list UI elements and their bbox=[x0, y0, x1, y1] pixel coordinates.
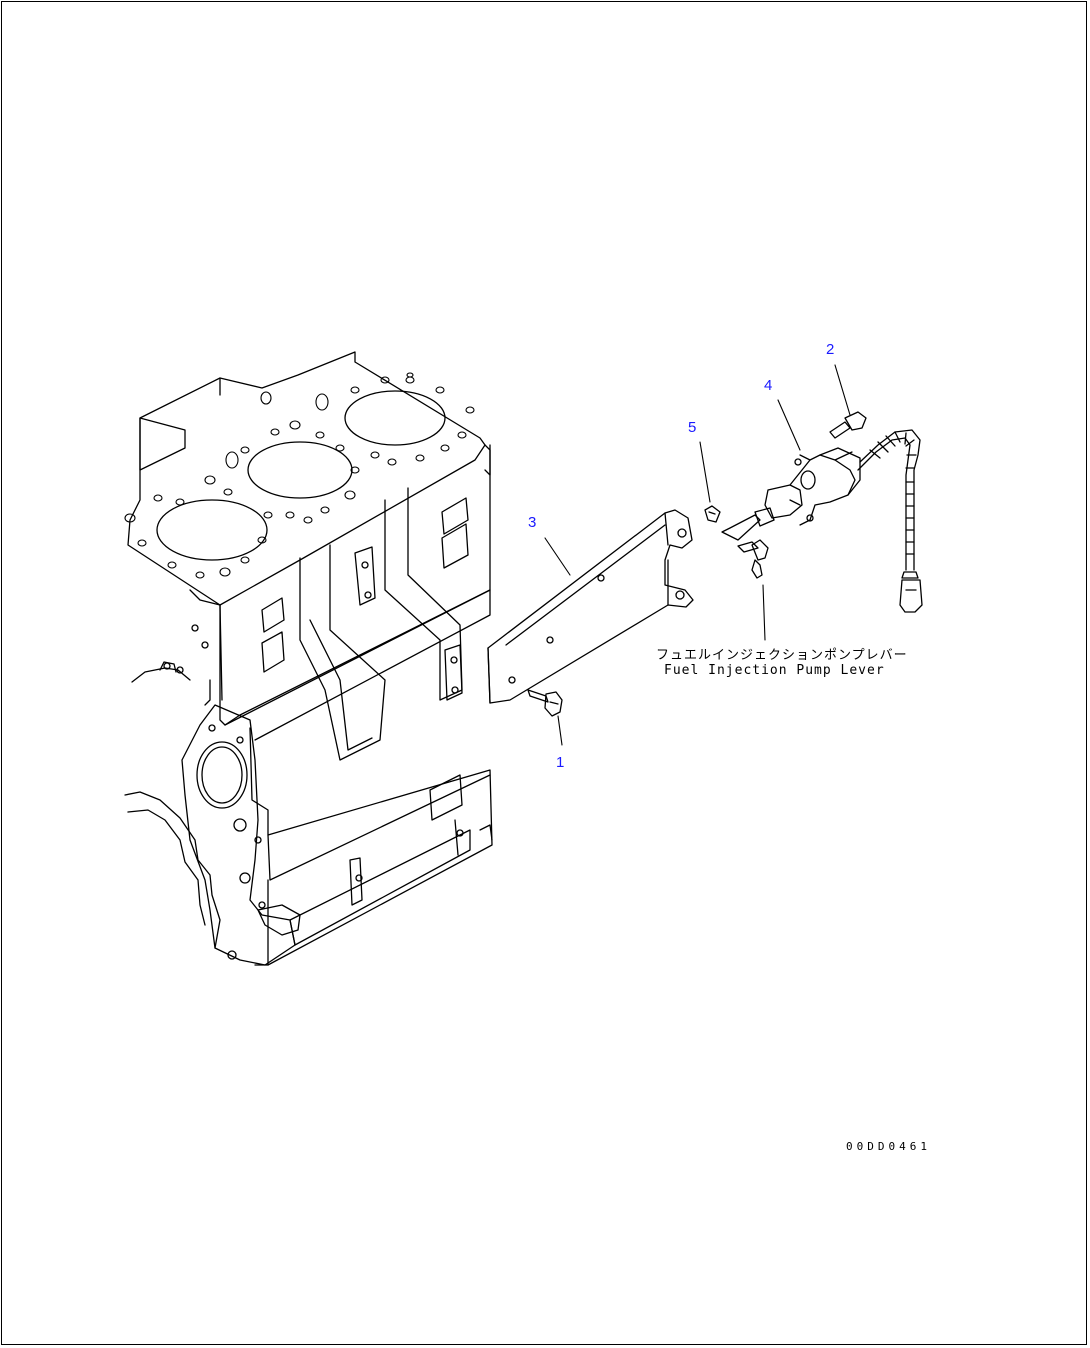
wire-harness bbox=[857, 429, 923, 613]
lever-label-en: Fuel Injection Pump Lever bbox=[664, 663, 885, 678]
leader-lines bbox=[544, 364, 851, 746]
drawing-number: 00DD0461 bbox=[846, 1140, 931, 1153]
bracket-hole bbox=[677, 528, 687, 538]
callout-3: 3 bbox=[528, 514, 537, 531]
gear-case-bore bbox=[196, 741, 248, 809]
callout-5: 5 bbox=[688, 419, 697, 436]
cylinder-bore-2 bbox=[247, 441, 353, 499]
bracket bbox=[487, 509, 694, 704]
callout-1: 1 bbox=[556, 754, 565, 771]
bolt-1 bbox=[527, 689, 563, 717]
solenoid-4 bbox=[721, 447, 861, 541]
clip-5 bbox=[704, 505, 721, 523]
engine-block bbox=[124, 351, 493, 966]
cylinder-bore-1 bbox=[156, 499, 268, 561]
callout-2: 2 bbox=[826, 341, 835, 358]
callout-4: 4 bbox=[764, 377, 773, 394]
cylinder-bore-3 bbox=[344, 390, 446, 446]
injection-pump-lever bbox=[737, 539, 769, 579]
lever-label-jp: フュエルインジェクションポンプレバー bbox=[656, 648, 908, 663]
screw-2 bbox=[829, 411, 867, 439]
bracket-hole bbox=[675, 590, 685, 600]
